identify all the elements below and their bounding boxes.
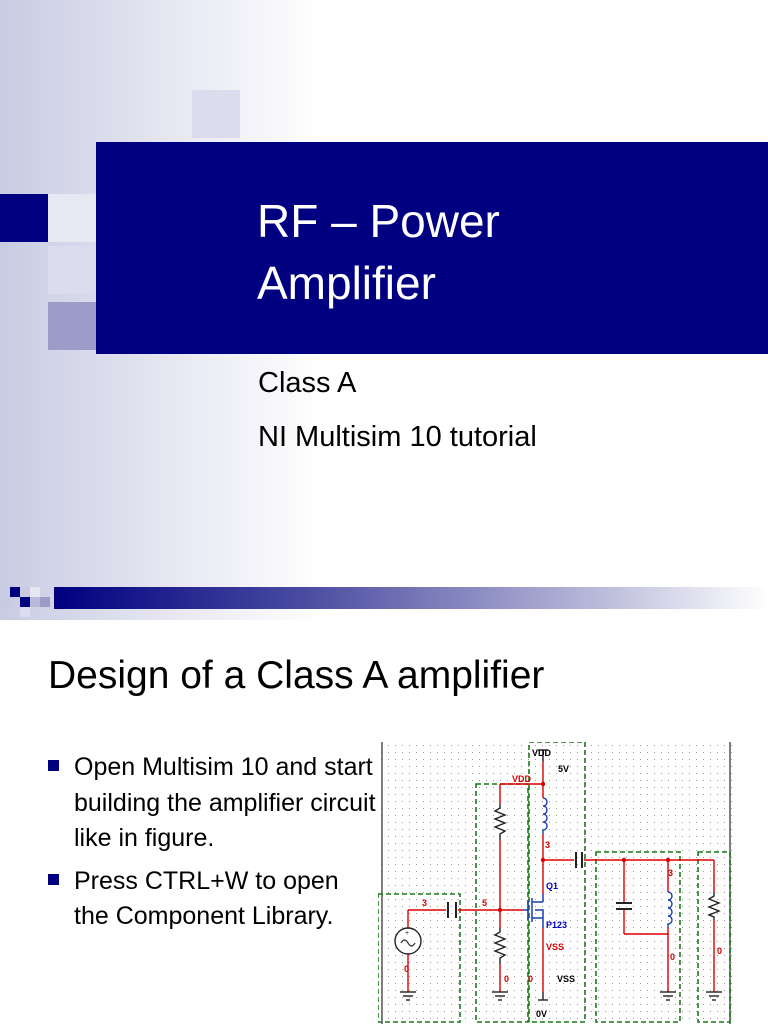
label-node: 0: [717, 946, 722, 956]
deco-square: [192, 90, 240, 138]
deco-square: [48, 194, 96, 242]
title-slide: RF – Power Amplifier Class A NI Multisim…: [0, 0, 768, 620]
label-p123: P123: [546, 920, 567, 930]
label-vdd: VDD: [532, 748, 552, 758]
title-band: [96, 142, 768, 354]
label-q1: Q1: [546, 881, 558, 891]
capacitor-icon: [447, 852, 632, 918]
content-slide: Design of a Class A amplifier Open Multi…: [0, 620, 768, 1024]
bullet-item: Press CTRL+W to open the Component Libra…: [48, 864, 378, 935]
bullet-square-icon: [48, 873, 59, 885]
label-node: 5: [482, 898, 487, 908]
label-node: 0: [404, 964, 409, 974]
resistor-icon: [493, 804, 721, 964]
slide-divider: [0, 587, 768, 617]
ac-source-icon: +: [394, 927, 422, 955]
deco-square: [48, 246, 96, 294]
subtitle-class-a: Class A: [258, 367, 357, 399]
label-0v: 0V: [536, 1009, 547, 1019]
bullet-square-icon: [48, 760, 59, 771]
ground-icon: [400, 991, 722, 1001]
amplifier-schematic: + VDD 5V: [378, 742, 734, 1024]
deco-square: [48, 302, 96, 350]
label-node: 3: [668, 868, 673, 878]
label-node: 0: [528, 974, 533, 984]
label-vss: VSS: [557, 974, 575, 984]
slide-title: RF – Power Amplifier: [257, 195, 500, 309]
label-node: 3: [422, 898, 427, 908]
inductor-icon: [542, 797, 673, 928]
label-node: 3: [545, 840, 550, 850]
mosfet-icon: [523, 894, 544, 928]
slide-heading: Design of a Class A amplifier: [48, 654, 545, 697]
svg-text:+: +: [405, 930, 409, 937]
label-5v: 5V: [558, 764, 569, 774]
title-band-left: [0, 194, 48, 242]
label-node: 0: [670, 952, 675, 962]
label-vdd-red: VDD: [512, 774, 532, 784]
bullet-item: Open Multisim 10 and start building the …: [48, 750, 378, 857]
label-node: 0: [504, 974, 509, 984]
bullet-list: Open Multisim 10 and start building the …: [48, 750, 378, 942]
circuit-wires: [407, 762, 715, 992]
subtitle-tutorial: NI Multisim 10 tutorial: [258, 421, 537, 453]
label-vss-red: VSS: [546, 942, 564, 952]
